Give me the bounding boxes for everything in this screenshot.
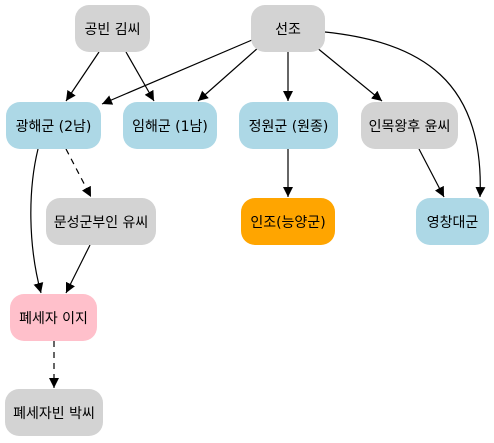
node-label: 문성군부인 유씨 [53,214,149,231]
node-label: 영창대군 [426,214,479,231]
edge-inmok-yeongchang [418,148,445,198]
edge-munseong-pyeseja [65,244,91,294]
node-label: 공빈 김씨 [84,21,141,38]
node-gwanghae: 광해군 (2남) [6,102,101,149]
edge-seonjo-yeongchang [324,31,486,198]
node-seonjo: 선조 [251,5,325,52]
edge-seonjo-inmok [315,46,383,102]
node-label: 폐세자 이지 [19,310,88,327]
node-yeongchang: 영창대군 [416,198,489,245]
node-label: 정원군 (원종) [248,118,329,135]
node-jeongwon: 정원군 (원종) [239,102,338,149]
node-label: 인조(능양군) [250,214,326,231]
node-injo: 인조(능양군) [241,198,335,245]
node-imhae: 임해군 (1남) [123,102,217,149]
edge-seonjo-gwanghae [101,39,253,105]
node-munseong: 문성군부인 유씨 [46,198,156,245]
edge-gwanghae-pyeseja [30,148,44,294]
node-gongbin: 공빈 김씨 [75,5,150,52]
node-label: 광해군 (2남) [15,118,92,135]
edge-seonjo-imhae [197,46,260,102]
edge-gongbin-gwanghae [65,51,100,102]
node-pyeseja: 폐세자 이지 [10,294,97,341]
node-pyesejabin: 폐세자빈 박씨 [5,389,103,436]
node-label: 폐세자빈 박씨 [13,405,95,422]
edge-gongbin-imhae [125,51,155,102]
edge-gwanghae-munseong [65,148,92,198]
node-label: 임해군 (1남) [132,118,208,135]
node-label: 인목왕후 윤씨 [368,118,451,135]
node-inmok: 인목왕후 윤씨 [361,102,458,149]
node-label: 선조 [275,21,301,38]
